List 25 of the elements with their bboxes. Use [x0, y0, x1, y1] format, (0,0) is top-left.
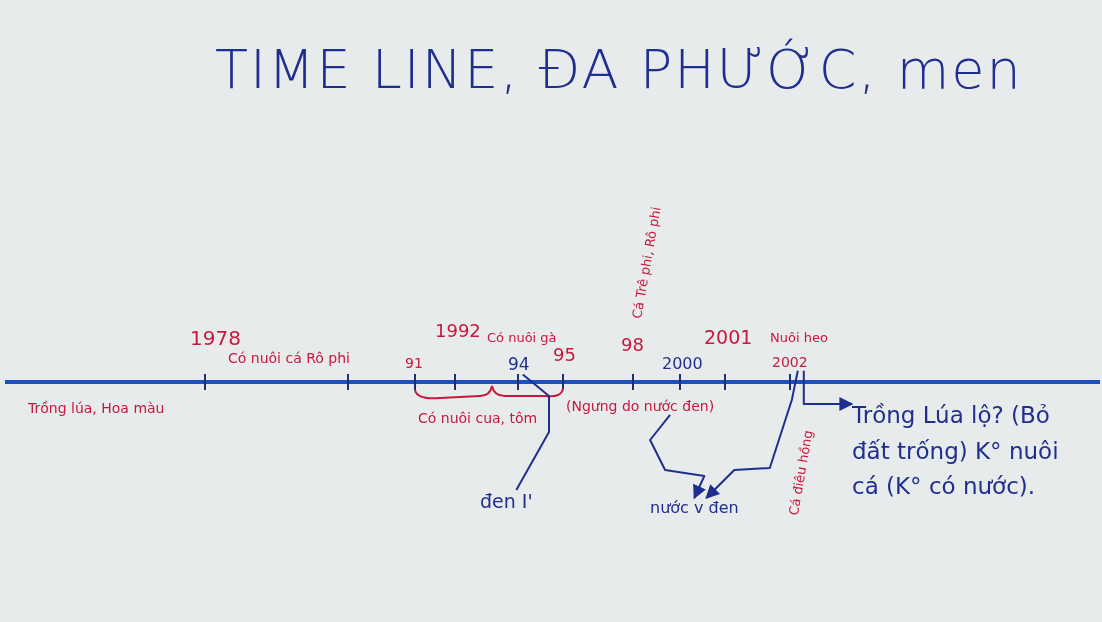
event-note: Có nuôi cá Rô phi — [228, 350, 350, 367]
arrow — [649, 413, 706, 500]
year-label: 91 — [405, 355, 423, 372]
year-label: 2000 — [662, 354, 703, 374]
year-label: 98 — [621, 334, 644, 356]
event-note: Có nuôi gà — [487, 330, 557, 346]
handwritten-note: Trồng Lúa lộ? (Bỏ đất trống) K° nuôi cá (K° có nước). — [852, 398, 1082, 505]
title: TIME LINE, ĐA PHƯỚC, men — [215, 38, 1023, 103]
event-note: (Ngưng do nước đen) — [566, 398, 715, 415]
event-note: Trồng lúa, Hoa màu — [28, 400, 165, 417]
year-label: 1978 — [190, 326, 241, 350]
arrow — [802, 369, 854, 411]
year-label: 94 — [508, 354, 530, 375]
handwritten-note: đen I' — [480, 490, 533, 513]
handwritten-note: nước v đen — [650, 498, 739, 518]
event-note: Nuôi heo — [770, 330, 828, 346]
event-note: Có nuôi cua, tôm — [418, 410, 538, 427]
connector-line — [515, 373, 550, 491]
year-label: 95 — [553, 344, 576, 366]
year-label: 1992 — [435, 320, 481, 342]
year-label: 2002 — [772, 354, 808, 371]
year-label: 2001 — [704, 326, 753, 349]
event-note: Cá Trê phi, Rô phi — [629, 205, 665, 320]
event-note: Cá điêu hồng — [785, 429, 817, 517]
arrow — [705, 369, 799, 499]
